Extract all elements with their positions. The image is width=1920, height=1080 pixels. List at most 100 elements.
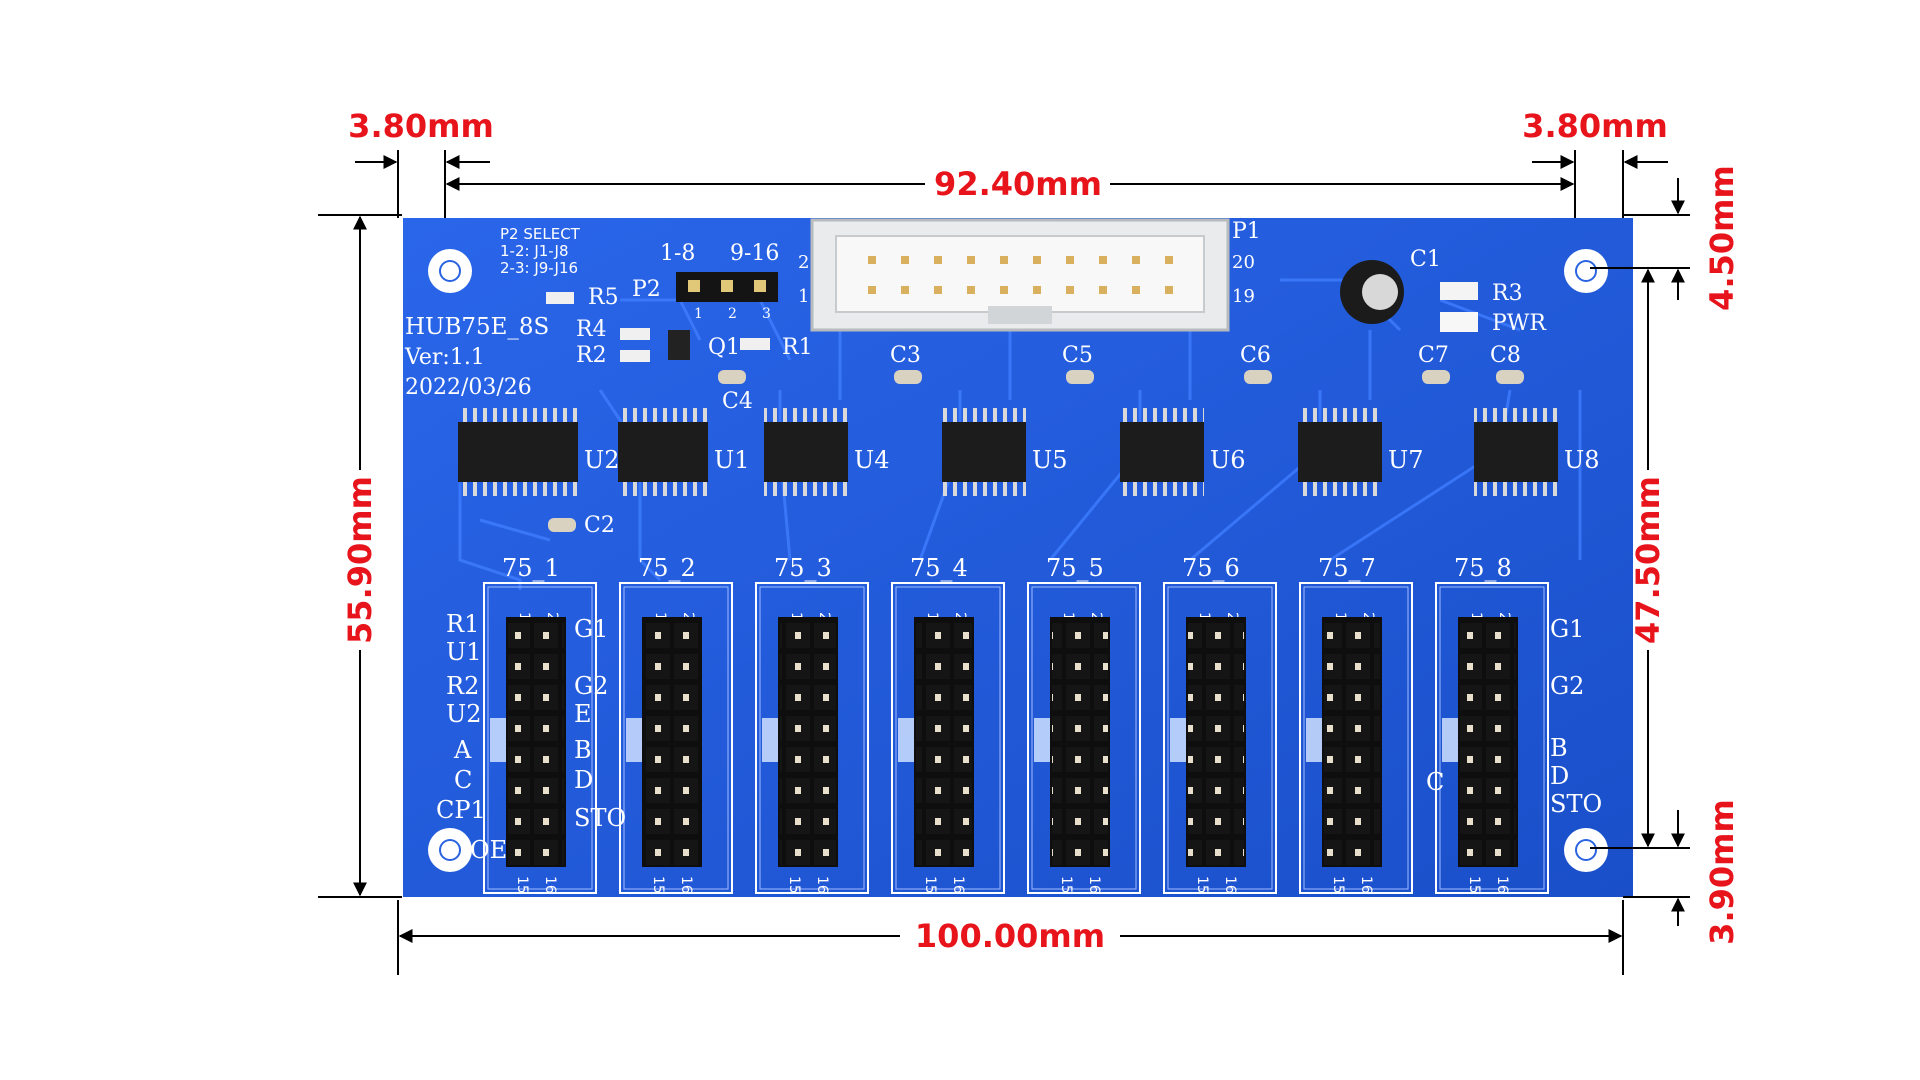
idc-pin [1066, 286, 1074, 294]
idc-pin [1000, 256, 1008, 264]
pin-number-16: 16 [542, 876, 558, 894]
pcb-board: P2 SELECT 1-2: J1-J8 2-3: J9-J16 HUB75E_… [403, 218, 1633, 897]
pin-number-16: 16 [814, 876, 830, 894]
signal-label-u1: U1 [446, 638, 482, 666]
chip-u6: U6 [1120, 408, 1246, 496]
idc-pin [934, 256, 942, 264]
resistor-r1-pad [740, 338, 770, 350]
idc-pin [901, 256, 909, 264]
dim-left-margin: 3.80mm [348, 107, 494, 145]
pin-number-15: 15 [1330, 876, 1346, 894]
port-label: 75_2 [638, 554, 696, 582]
pin-number-16: 16 [950, 876, 966, 894]
dim-board-width: 100.00mm [915, 917, 1105, 955]
mounting-holes [428, 249, 1608, 872]
chip-u8: U8 [1474, 408, 1600, 496]
jumper-label: P2 [632, 277, 661, 302]
pin-number-1: 1 [1332, 612, 1348, 621]
idc-pin [1099, 256, 1107, 264]
chip-label-u2: U2 [584, 446, 620, 474]
idc-pin [967, 286, 975, 294]
signal-label-g1: G1 [1550, 615, 1584, 643]
board-date: 2022/03/26 [405, 375, 532, 400]
chip-label-u4: U4 [854, 446, 890, 474]
pin-number-1: 1 [1196, 612, 1212, 621]
jumper-pin-3: 3 [762, 306, 771, 322]
port-outline [891, 582, 1005, 894]
header-key-notch [626, 718, 642, 762]
chip-u1: U1 [618, 408, 750, 496]
signal-label-sto: STO [574, 804, 626, 832]
capacitor-c6 [1244, 370, 1272, 384]
signal-label-e: E [574, 700, 592, 728]
pin-number-16: 16 [678, 876, 694, 894]
idc-pin [868, 256, 876, 264]
board-info-silkscreen: P2 SELECT 1-2: J1-J8 2-3: J9-J16 HUB75E_… [404, 225, 581, 400]
board-version: Ver:1.1 [404, 345, 485, 370]
p1-pin-1: 1 [798, 286, 809, 307]
port-outline [619, 582, 733, 894]
pin-number-15: 15 [786, 876, 802, 894]
p2-select-line2: 2-3: J9-J16 [500, 259, 578, 277]
pin-number-16: 16 [1494, 876, 1510, 894]
resistor-r2-label: R2 [576, 343, 607, 368]
signal-label-r2: R2 [446, 672, 479, 700]
pwr-led-label: PWR [1492, 311, 1547, 336]
jumper-pin-1: 1 [694, 306, 703, 322]
p1-pin-20: 20 [1232, 252, 1255, 273]
header-key-notch [1442, 718, 1458, 762]
capacitor-c6-label: C6 [1240, 343, 1271, 368]
idc-pin [901, 286, 909, 294]
capacitor-c8-label: C8 [1490, 343, 1521, 368]
idc-pin [1033, 256, 1041, 264]
capacitor-c5-label: C5 [1062, 343, 1093, 368]
decoupling-capacitors: C3 C5 C6 C7 C8 [890, 343, 1524, 384]
port-label: 75_8 [1454, 554, 1512, 582]
capacitor-c3-label: C3 [890, 343, 921, 368]
signal-label-d: D [574, 766, 593, 794]
idc-pin [1132, 286, 1140, 294]
chip-label-u5: U5 [1032, 446, 1068, 474]
dim-board-height: 55.90mm [341, 476, 379, 644]
port-outline [755, 582, 869, 894]
transistor-q1 [668, 330, 690, 360]
dimension-labels: 3.80mm 3.80mm 92.40mm 100.00mm 55.90mm 4… [341, 107, 1741, 955]
chip-label-u7: U7 [1388, 446, 1424, 474]
port8-left-signal-c: C [1426, 768, 1444, 796]
pin-number-2: 2 [1088, 612, 1104, 621]
capacitor-c3 [894, 370, 922, 384]
idc-pin [967, 256, 975, 264]
signal-label-d: D [1550, 762, 1569, 790]
capacitor-c7-label: C7 [1418, 343, 1449, 368]
p2-select-line1: 1-2: J1-J8 [500, 242, 569, 260]
resistor-r1-label: R1 [782, 335, 813, 360]
signal-label-g1: G1 [574, 615, 608, 643]
signal-label-c: C [454, 766, 472, 794]
port-label: 75_5 [1046, 554, 1104, 582]
pin-number-2: 2 [952, 612, 968, 621]
capacitor-c7 [1422, 370, 1450, 384]
signal-label-cp1: CP1 [436, 796, 486, 824]
dim-bottom-offset: 3.90mm [1703, 799, 1741, 945]
pwr-led [1440, 312, 1478, 332]
resistor-r5-pad [546, 292, 574, 304]
header-key-notch [762, 718, 778, 762]
chip-u5: U5 [942, 408, 1068, 496]
chip-label-u8: U8 [1564, 446, 1600, 474]
pin-number-2: 2 [1224, 612, 1240, 621]
header-key-notch [490, 718, 506, 762]
resistor-r3-pad [1440, 282, 1478, 300]
resistor-r2-pad [620, 350, 650, 362]
chip-u4: U4 [764, 408, 890, 496]
